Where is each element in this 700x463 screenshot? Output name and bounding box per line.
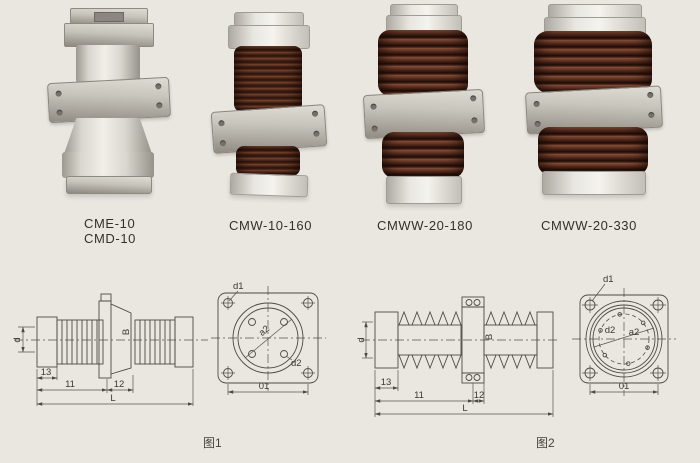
bolt-hole [155,83,162,90]
bolt-hole [471,117,478,124]
dim-d2: d2 [605,325,616,336]
product-label: CMD-10 [84,231,136,246]
product-photo-cmw10160 [210,12,328,198]
upper-ribbed-body [234,46,302,112]
bolt-hole [55,90,62,97]
dim-d: d [12,337,23,342]
dim-d: d [356,337,367,342]
dim-l2: 12 [474,390,485,401]
bolt-hole [311,110,319,117]
bolt-hole [470,95,477,102]
dim-l3: 13 [41,367,52,378]
dim-l2: 12 [114,379,125,390]
lower-ribbed-body [236,146,300,176]
lower-ribbed-body [382,132,464,178]
base-ring [386,176,462,204]
bolt-hole [534,120,541,128]
fig2-front-view: d1 d2 a2 01 [572,274,676,396]
product-label-group-1: CME-10 CMD-10 [84,216,136,246]
dim-a2: a2 [629,327,640,338]
product-label: CMWW-20-330 [541,218,637,233]
dim-a2: a2 [257,323,272,338]
dim-d1: d1 [603,274,614,285]
bolt-hole [313,130,320,137]
dim-D1: 01 [259,381,270,392]
mounting-flange [47,76,171,124]
bolt-hole [648,111,655,119]
bolt-hole [218,120,225,127]
fig1-side-view: d B 13 11 12 L [12,293,208,406]
product-label: CMWW-20-180 [377,218,473,233]
cap-slot [94,12,124,22]
bolt-hole [219,140,227,147]
bolt-hole [647,91,654,99]
dim-L: L [462,403,467,414]
product-label: CMW-10-160 [229,218,313,233]
bolt-hole [533,100,540,108]
cap-band [228,25,310,49]
dim-d1: d1 [233,281,244,292]
base-ring [66,176,152,194]
dim-B: B [121,329,132,335]
base-ring [229,172,309,198]
product-label: CME-10 [84,216,136,231]
bolt-hole [56,109,63,116]
dim-l3: 13 [381,377,392,388]
base-ring [542,171,646,195]
fig1-front-view: d1 d2 a2 01 [211,281,326,395]
bolt-hole [371,125,378,132]
figure2-caption: 图2 [536,436,555,450]
dim-d2: d2 [291,358,302,369]
bolt-hole [370,103,377,110]
bolt-hole [156,102,163,109]
lower-taper [64,118,152,154]
product-photo-cmww20330 [524,4,664,195]
dim-L: L [110,393,115,404]
figure1-caption: 图1 [203,436,222,450]
fig2-side-view: d B 13 11 12 L [356,296,560,417]
figure1-drawing: d B 13 11 12 L [12,281,326,406]
product-photo-cmww20180 [362,2,486,208]
lower-ribbed-body [538,127,648,175]
product-photo-cme10 [46,6,171,194]
bottom-cylinder [62,152,154,178]
dim-l1: 11 [65,379,75,390]
dim-l1: 11 [414,390,424,401]
upper-ribbed-body [378,30,468,96]
dim-D1: 01 [619,381,630,392]
upper-ribbed-body [534,31,652,93]
dim-B: B [484,334,495,340]
upper-body [76,45,140,83]
cap-band [64,23,154,47]
figure2-drawing: d B 13 11 12 L [356,274,676,417]
